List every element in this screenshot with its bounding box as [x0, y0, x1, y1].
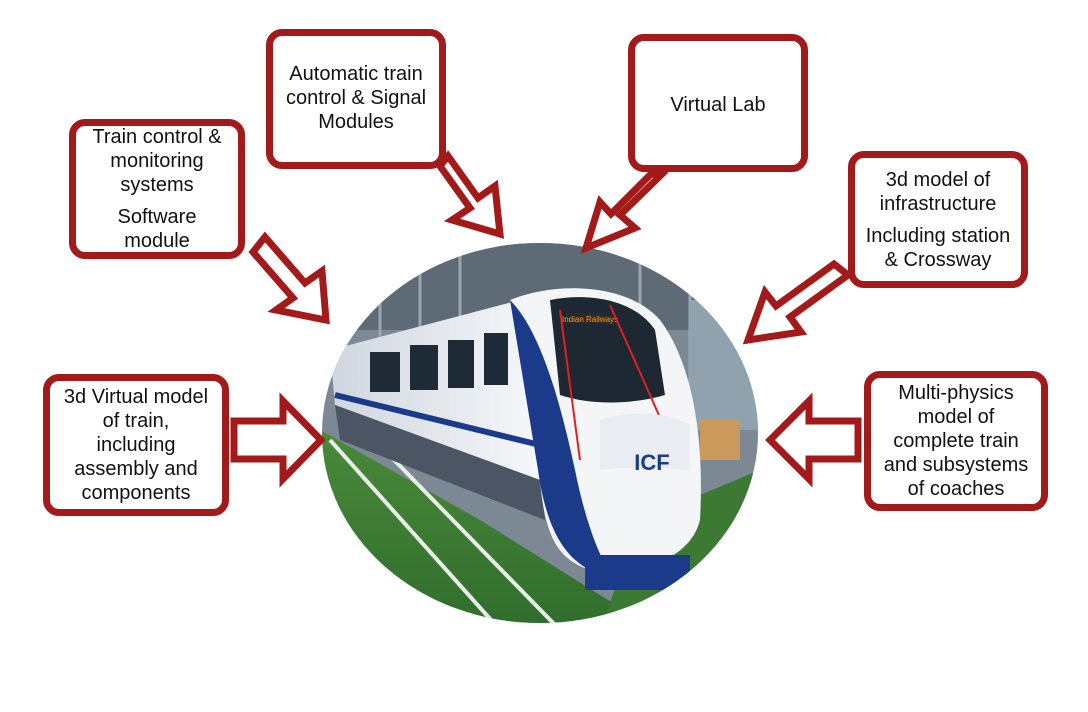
virtual-train-line-2: of train,	[102, 410, 170, 432]
virtual-train-box: 3d Virtual model of train, including ass…	[43, 374, 229, 516]
software-line-1: Software	[117, 206, 197, 228]
multiphysics-line-5: of coaches	[907, 478, 1005, 500]
virtual-train-line-3: including	[96, 434, 176, 456]
train-control-box: Train control & monitoring systems Softw…	[69, 119, 245, 259]
multiphysics-line-3: complete train	[893, 430, 1019, 452]
station-line-1: Including station	[865, 224, 1011, 247]
multiphysics-box: Multi-physics model of complete train an…	[864, 371, 1048, 511]
virtual-train-line-5: components	[81, 482, 191, 504]
virtual-train-line-1: 3d Virtual model	[63, 386, 209, 408]
arrow-infrastructure	[742, 259, 854, 345]
icf-logo: ICF	[634, 450, 669, 475]
arrow-virtual-lab	[580, 170, 669, 255]
atc-line-2: control & Signal	[285, 87, 427, 109]
train-control-line-3: systems	[120, 174, 194, 196]
atc-signal-box: Automatic train control & Signal Modules	[266, 29, 446, 169]
atc-line-3: Modules	[318, 111, 394, 133]
virtual-train-line-4: assembly and	[74, 458, 198, 480]
train-control-line-1: Train control &	[92, 126, 222, 148]
arrows	[230, 150, 862, 488]
destination-display: Indian Railways	[562, 315, 618, 324]
infrastructure-box: 3d model of infrastructure Including sta…	[848, 151, 1028, 288]
arrow-atc	[435, 150, 505, 239]
station-line-2: & Crossway	[884, 248, 992, 271]
train-control-line-2: monitoring	[110, 150, 204, 172]
arrow-multiphysics	[765, 392, 862, 488]
arrow-train-control	[248, 231, 330, 325]
atc-line-1: Automatic train	[289, 63, 423, 85]
train-photo: Indian Railways ICF	[322, 243, 758, 623]
arrow-virtual-train	[230, 392, 326, 488]
virtual-lab-box: Virtual Lab	[628, 34, 808, 172]
multiphysics-line-2: model of	[917, 406, 995, 428]
virtual-lab-label: Virtual Lab	[670, 94, 766, 116]
multiphysics-line-1: Multi-physics	[898, 382, 1014, 404]
infrastructure-line-2: infrastructure	[879, 192, 997, 215]
multiphysics-line-4: and subsystems	[883, 454, 1029, 476]
software-line-2: module	[124, 230, 190, 252]
infrastructure-line-1: 3d model of	[885, 168, 991, 191]
